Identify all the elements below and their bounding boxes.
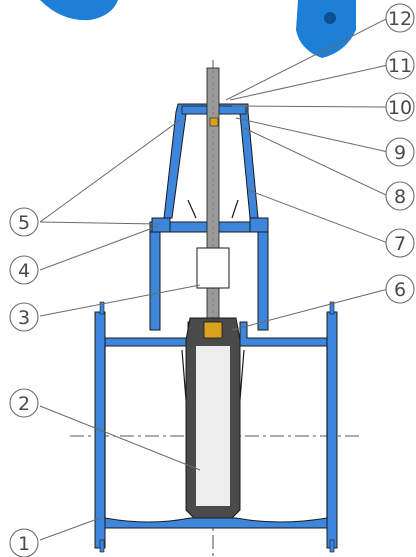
callout-10: 10 [385, 92, 415, 122]
svg-text:1: 1 [18, 533, 30, 555]
svg-text:6: 6 [394, 279, 406, 301]
callout-3: 3 [9, 302, 39, 332]
callout-5: 5 [9, 207, 39, 237]
callout-7: 7 [385, 228, 415, 258]
callouts: 1 2 3 4 5 6 7 8 [9, 3, 415, 557]
stem-nut-housing [196, 247, 230, 289]
callout-1: 1 [9, 528, 39, 557]
callout-8: 8 [385, 181, 415, 211]
bonnet-neck [149, 217, 269, 331]
callout-2: 2 [9, 388, 39, 418]
svg-text:8: 8 [394, 186, 406, 208]
svg-text:7: 7 [394, 233, 406, 255]
svg-text:11: 11 [388, 55, 412, 77]
leader-lines [39, 17, 389, 541]
gate-wedge [185, 317, 241, 519]
valve-photo-fragment [40, 0, 356, 58]
svg-text:4: 4 [18, 260, 30, 282]
svg-text:12: 12 [388, 8, 412, 30]
body-bottom-wall [104, 517, 328, 529]
callout-4: 4 [9, 255, 39, 285]
callout-11: 11 [385, 50, 415, 80]
callout-6: 6 [385, 274, 415, 304]
callout-12: 12 [385, 3, 415, 33]
gate-nut [203, 321, 223, 339]
svg-text:5: 5 [18, 212, 30, 234]
svg-text:3: 3 [18, 307, 30, 329]
stem-seal [209, 117, 219, 127]
svg-text:10: 10 [388, 97, 412, 119]
svg-text:9: 9 [394, 142, 406, 164]
right-flange [326, 311, 338, 549]
svg-text:2: 2 [18, 393, 30, 415]
callout-9: 9 [385, 137, 415, 167]
